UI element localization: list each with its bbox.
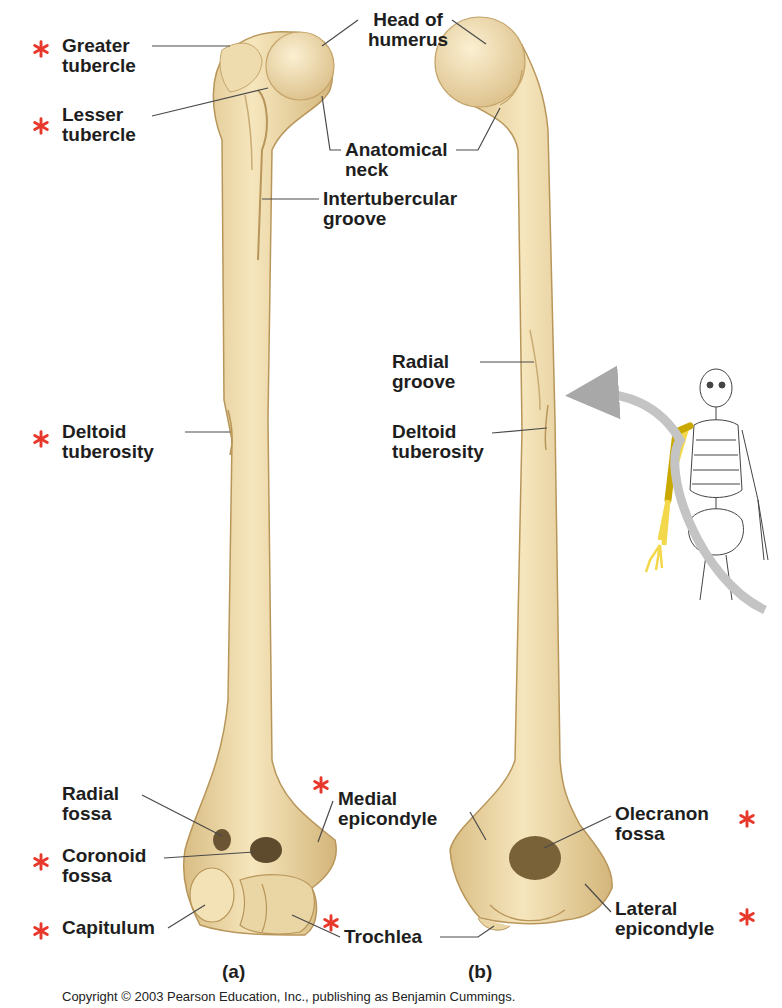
leader-lines <box>142 20 611 937</box>
part-label: Radial fossa <box>62 784 142 824</box>
copyright-note: Copyright © 2003 Pearson Education, Inc.… <box>62 989 515 1004</box>
part-label: Medial epicondyle <box>338 789 468 829</box>
view-label: (a) <box>222 962 245 982</box>
part-label: Lesser tubercle <box>62 105 154 145</box>
part-label: Deltoid tuberosity <box>392 422 514 462</box>
asterisk-marks <box>35 42 754 938</box>
view-label: (b) <box>468 962 492 982</box>
part-label: Capitulum <box>62 918 155 938</box>
part-label: Deltoid tuberosity <box>62 422 184 462</box>
humerus-posterior <box>435 17 612 930</box>
skeleton-icon <box>646 369 768 600</box>
part-label: Lateral epicondyle <box>615 899 745 939</box>
humerus-anterior <box>184 32 337 935</box>
part-label: Coronoid fossa <box>62 846 164 886</box>
part-label: Trochlea <box>344 927 422 947</box>
part-label: Head of humerus <box>362 10 454 50</box>
part-label: Olecranon fossa <box>615 804 735 844</box>
part-label: Radial groove <box>392 352 480 392</box>
part-label: Anatomical neck <box>345 140 457 180</box>
part-label: Greater tubercle <box>62 36 154 76</box>
part-label: Intertubercular groove <box>323 189 495 229</box>
view-arrow <box>592 394 765 610</box>
